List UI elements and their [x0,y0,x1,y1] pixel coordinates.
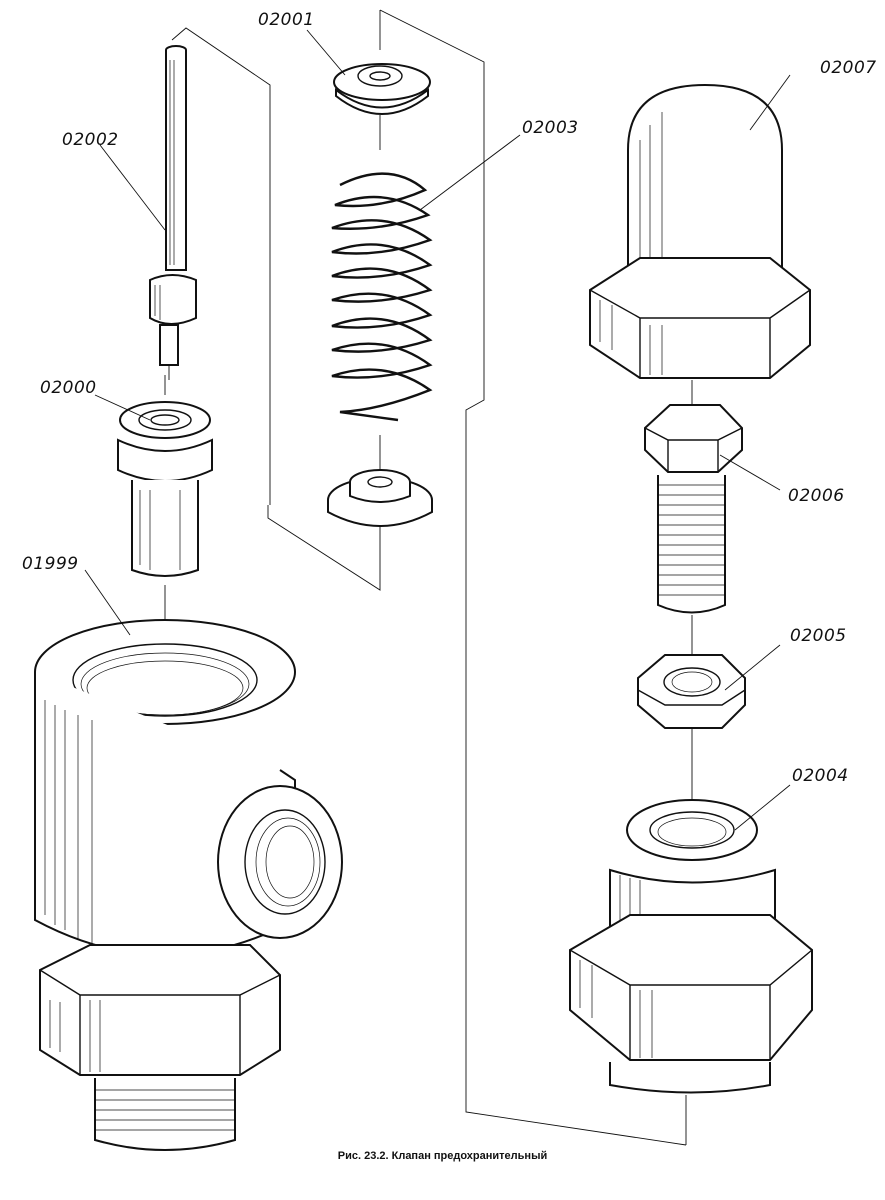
part-02004-adapter [569,799,813,1094]
part-label-02005: 02005 [790,626,847,646]
part-01999-body [34,619,343,1151]
spring-seat-lower [327,469,433,527]
part-label-02003: 02003 [522,118,579,138]
part-02007-cap [589,83,811,379]
part-02003-spring [331,172,433,422]
part-02006-screw [644,404,743,614]
part-02000-bushing [117,401,213,577]
part-label-02000: 02000 [40,378,97,398]
assembly-lines [164,9,693,1146]
part-label-02007: 02007 [820,58,877,78]
part-label-02006: 02006 [788,486,845,506]
part-02005-nut [637,654,746,729]
leader-lines [84,29,791,831]
figure-caption: Рис. 23.2. Клапан предохранительный [337,1150,548,1162]
part-label-02002: 02002 [62,130,119,150]
part-02001-washer [333,63,431,115]
part-label-01999: 01999 [22,554,79,574]
part-label-02001: 02001 [258,10,315,30]
part-02002-stem [149,45,197,380]
part-label-02004: 02004 [792,766,849,786]
